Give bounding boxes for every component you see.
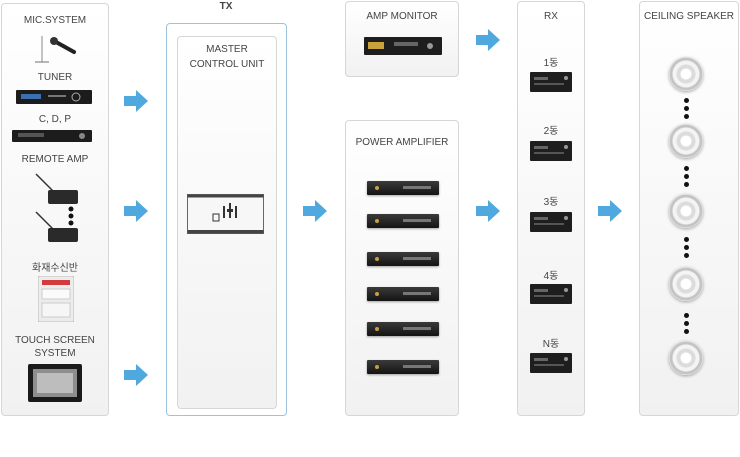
fire-receiver-label: 화재수신반 [32, 263, 78, 274]
arrow-right-icon [124, 364, 148, 386]
fire-receiver-panel-icon [38, 276, 74, 322]
amp-monitor-device-icon [364, 37, 442, 55]
arrow-right-icon [598, 200, 622, 222]
tuner-label: TUNER [37, 72, 73, 83]
rx-zone-label: 3동 [543, 197, 559, 208]
ceiling-speaker-icon [669, 124, 703, 158]
power-amplifier-unit [367, 322, 439, 336]
power-amplifier-title: POWER AMPLIFIER [355, 137, 449, 148]
arrow-right-icon [476, 29, 500, 51]
rx-receiver-icon [530, 353, 572, 373]
arrow-right-icon [124, 200, 148, 222]
remote-amp-icon [35, 173, 78, 242]
sources-panel [1, 3, 109, 416]
rx-title: RX [544, 11, 558, 22]
ceiling-speaker-icon [669, 57, 703, 91]
amp-monitor-title: AMP MONITOR [366, 11, 438, 22]
rx-zone-label: 2동 [543, 126, 559, 137]
cdp-label: C, D, P [38, 114, 72, 125]
mic-system-label: MIC.SYSTEM [23, 15, 87, 26]
rx-zone-label: N동 [542, 339, 560, 350]
ceiling-speaker-icon [669, 267, 703, 301]
rx-zone-label: 1동 [543, 58, 559, 69]
power-amplifier-unit [367, 181, 439, 195]
rx-panel [517, 1, 585, 416]
rx-receiver-icon [530, 212, 572, 232]
ceiling-speaker-icon [669, 341, 703, 375]
tuner-device-icon [16, 90, 92, 104]
rx-receiver-icon [530, 72, 572, 92]
touch-screen-label: TOUCH SCREEN SYSTEM [15, 335, 95, 359]
arrow-right-icon [303, 200, 327, 222]
arrow-right-icon [124, 90, 148, 112]
master-control-unit-icon [187, 194, 264, 234]
continuation-dots [684, 166, 690, 190]
continuation-dots [684, 313, 690, 337]
rx-zone-label: 4동 [543, 271, 559, 282]
power-amplifier-unit [367, 252, 439, 266]
tx-title: TX [219, 1, 233, 12]
power-amplifier-unit [367, 287, 439, 301]
continuation-dots [684, 237, 690, 261]
touch-screen-icon [28, 364, 82, 402]
rx-receiver-icon [530, 284, 572, 304]
ceiling-speaker-icon [669, 194, 703, 228]
ceiling-speaker-title: CEILING SPEAKER [643, 11, 735, 22]
power-amplifier-unit [367, 360, 439, 374]
remote-amp-label: REMOTE AMP [21, 154, 89, 165]
cd-player-icon [12, 130, 92, 142]
microphone-icon [35, 36, 76, 63]
continuation-dots [684, 98, 690, 122]
arrow-right-icon [476, 200, 500, 222]
rx-receiver-icon [530, 141, 572, 161]
power-amplifier-unit [367, 214, 439, 228]
master-control-label: MASTER CONTROL UNIT [189, 44, 265, 70]
